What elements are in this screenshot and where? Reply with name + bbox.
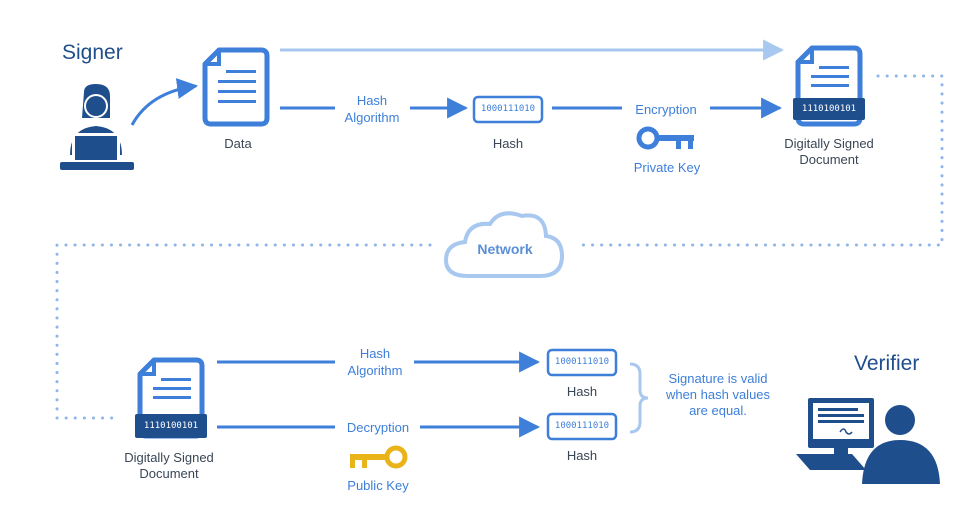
bottom-hash1-label: Hash: [566, 384, 598, 399]
signer-to-data-arrow: [130, 78, 199, 126]
data-document-icon: [202, 47, 270, 127]
top-hash-bits: 1000111010: [480, 104, 536, 114]
top-signed-doc-label-line1: Digitally Signed: [784, 136, 874, 151]
bottom-signed-doc-label-line2: Document: [139, 466, 199, 481]
brace-icon: [629, 362, 649, 434]
bottom-hash1-box-icon: [546, 348, 618, 377]
top-hash-algorithm-line2: Algorithm: [344, 110, 400, 125]
bottom-hash-algorithm-line1: Hash: [359, 346, 391, 361]
bottom-signed-doc-bits: 1110100101: [143, 421, 199, 431]
top-signed-doc-label-line2: Document: [799, 152, 859, 167]
public-key-label: Public Key: [347, 478, 409, 493]
bottom-hash2-box-icon: [546, 412, 618, 441]
top-hash-box-icon: [472, 95, 544, 124]
bottom-hash2-bits: 1000111010: [554, 421, 610, 431]
top-hash-algorithm-line1: Hash: [356, 93, 388, 108]
network-label: Network: [477, 241, 533, 257]
bottom-hash2-label: Hash: [566, 448, 598, 463]
bottom-hash-algorithm-line2: Algorithm: [347, 363, 403, 378]
decryption-label: Decryption: [346, 420, 410, 435]
bottom-hash1-bits: 1000111010: [554, 357, 610, 367]
bottom-signed-doc-label-line1: Digitally Signed: [124, 450, 214, 465]
private-key-label: Private Key: [633, 160, 701, 175]
encryption-label: Encryption: [635, 102, 697, 117]
verifier-label: Verifier: [854, 352, 920, 375]
signer-label: Signer: [62, 41, 123, 64]
network-path: [55, 74, 944, 420]
validity-note-line3: are equal.: [689, 403, 747, 418]
top-signed-doc-bits: 1110100101: [801, 104, 857, 114]
verifier-icon: [796, 398, 940, 484]
data-label: Data: [224, 136, 252, 151]
validity-note-line2: when hash values: [665, 387, 771, 402]
public-key-icon: [350, 445, 408, 469]
top-hash-label: Hash: [492, 136, 524, 151]
network-cloud-icon: [443, 211, 565, 278]
signer-icon: [60, 84, 134, 170]
validity-note-line1: Signature is valid: [668, 371, 768, 386]
private-key-icon: [636, 126, 694, 150]
bottom-signed-document-icon: [135, 357, 207, 439]
top-signed-document-icon: [793, 45, 865, 127]
